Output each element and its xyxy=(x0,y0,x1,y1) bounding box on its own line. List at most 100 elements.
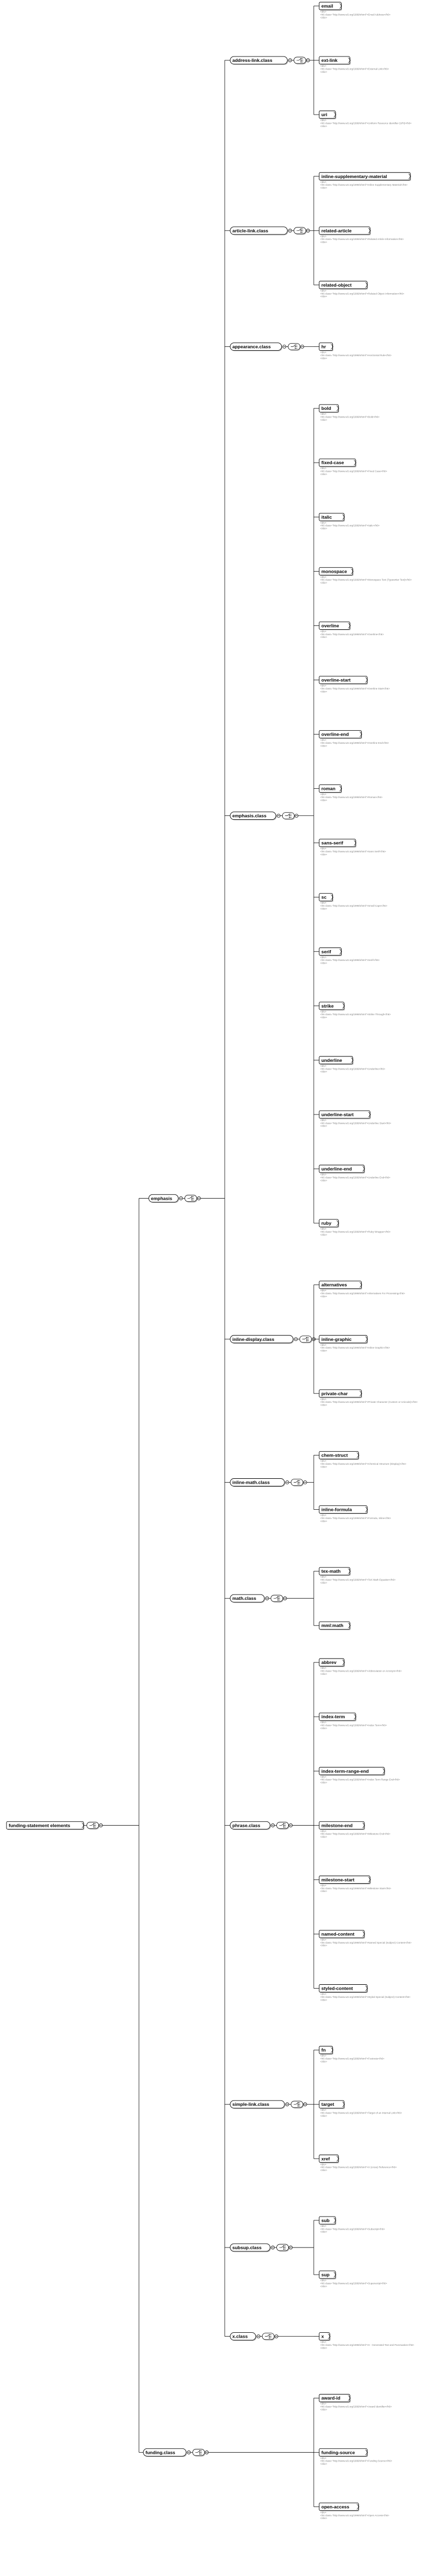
sc-element[interactable]: sc xyxy=(319,893,334,902)
choice-compositor-icon[interactable] xyxy=(290,2100,307,2109)
xref-label: xref xyxy=(321,2156,330,2161)
milestone-start-element[interactable]: milestone-start xyxy=(319,1875,371,1884)
choice-compositor-icon[interactable] xyxy=(86,1821,103,1830)
simple-link-class-group[interactable]: simple-link.class xyxy=(230,2100,289,2109)
element-icon xyxy=(331,894,333,900)
choice-compositor-icon[interactable] xyxy=(276,1821,293,1830)
sans-serif-element[interactable]: sans-serif xyxy=(319,839,357,848)
roman-element[interactable]: roman xyxy=(319,784,342,794)
sub-element[interactable]: sub xyxy=(319,2216,337,2225)
annotation-text: <div> xyxy=(320,1173,327,1176)
annotation-text: <h6 class="http://www.w3.org/1999/xhtml"… xyxy=(320,524,380,527)
open-access-element[interactable]: open-access xyxy=(319,2502,359,2511)
article-link-class-group[interactable]: article-link.class xyxy=(230,226,292,236)
choice-compositor-icon[interactable] xyxy=(294,227,310,235)
emphasis-group[interactable]: emphasis xyxy=(148,1194,183,1203)
element-icon xyxy=(342,1003,345,1009)
inline-display-class-group[interactable]: inline-display.class xyxy=(230,1335,298,1344)
ext-link-element[interactable]: ext-link xyxy=(319,56,351,65)
underline-start-element[interactable]: underline-start xyxy=(319,1110,371,1119)
address-link-class-group[interactable]: address-link.class xyxy=(230,56,292,65)
inline-graphic-element[interactable]: inline-graphic xyxy=(319,1335,368,1344)
award-id-label: award-id xyxy=(321,2395,340,2401)
subsup-class-group[interactable]: subsup.class xyxy=(230,2243,275,2252)
overline-end-element[interactable]: overline-end xyxy=(319,730,363,739)
xref-element[interactable]: xref xyxy=(319,2154,339,2163)
annotation-text: <h6 class="http://www.w3.org/1999/xhtml"… xyxy=(320,1996,410,1998)
choice-compositor-icon[interactable] xyxy=(290,1479,307,1486)
inline-supplementary-material-element[interactable]: inline-supplementary-material xyxy=(319,172,411,181)
choice-compositor-icon[interactable] xyxy=(184,1194,201,1202)
fixed-case-element[interactable]: fixed-case xyxy=(319,458,357,467)
inline-formula-label: inline-formula xyxy=(321,1507,352,1512)
uri-element[interactable]: uri xyxy=(319,110,337,119)
choice-compositor-icon[interactable] xyxy=(288,343,305,351)
annotation-text: </div> xyxy=(320,2169,327,2172)
x-element[interactable]: x xyxy=(319,2332,331,2341)
annotation-text: <div> xyxy=(320,2225,327,2227)
alternatives-element[interactable]: alternatives xyxy=(319,1281,363,1290)
named-content-element[interactable]: named-content xyxy=(319,1929,365,1939)
annotation-text: <h6 class="http://www.w3.org/1999/xhtml"… xyxy=(320,1778,400,1781)
monospace-element[interactable]: monospace xyxy=(319,567,354,576)
ruby-element[interactable]: ruby xyxy=(319,1219,339,1228)
serif-label: serif xyxy=(321,949,331,954)
award-id-element[interactable]: award-id xyxy=(319,2394,351,2403)
annotation-text: <h6 class="http://www.w3.org/1999/xhtml"… xyxy=(320,122,411,125)
element-icon xyxy=(336,1220,339,1226)
abbrev-element[interactable]: abbrev xyxy=(319,1658,345,1667)
private-char-element[interactable]: private-char xyxy=(319,1389,363,1398)
target-element[interactable]: target xyxy=(319,2100,345,2109)
annotation-text: <div> xyxy=(320,1938,327,1941)
choice-compositor-icon[interactable] xyxy=(294,56,310,65)
mml-math-element[interactable]: mml:math xyxy=(319,1621,351,1630)
hr-element[interactable]: hr xyxy=(319,343,334,352)
index-term-range-end-element[interactable]: index-term-range-end xyxy=(319,1767,385,1776)
fixed-case-label: fixed-case xyxy=(321,460,344,465)
choice-compositor-icon[interactable] xyxy=(276,2244,293,2252)
element-icon xyxy=(333,2217,337,2224)
element-icon xyxy=(348,1568,351,1574)
email-element[interactable]: email xyxy=(319,2,342,11)
choice-compositor-icon[interactable] xyxy=(282,812,299,820)
italic-element[interactable]: italic xyxy=(319,512,345,522)
strike-element[interactable]: strike xyxy=(319,1002,345,1011)
choice-compositor-icon[interactable] xyxy=(192,2448,209,2457)
underline-start-label: underline-start xyxy=(321,1112,354,1117)
bold-element[interactable]: bold xyxy=(319,404,339,413)
underline-element[interactable]: underline xyxy=(319,1056,354,1065)
chem-struct-element[interactable]: chem-struct xyxy=(319,1451,359,1460)
annotation-text: </div> xyxy=(320,473,327,476)
related-article-element[interactable]: related-article xyxy=(319,226,371,236)
serif-element[interactable]: serif xyxy=(319,947,342,957)
inline-math-class-group[interactable]: inline-math.class xyxy=(230,1478,289,1487)
tex-math-element[interactable]: tex-math xyxy=(319,1567,351,1576)
funding-class-group[interactable]: funding.class xyxy=(143,2448,191,2457)
milestone-end-element[interactable]: milestone-end xyxy=(319,1821,365,1830)
overline-start-element[interactable]: overline-start xyxy=(319,676,368,685)
inline-formula-element[interactable]: inline-formula xyxy=(319,1505,368,1515)
emphasis-class-group[interactable]: emphasis.class xyxy=(230,812,281,821)
phrase-class-group[interactable]: phrase.class xyxy=(230,1821,275,1830)
inline-supplementary-material-label: inline-supplementary-material xyxy=(321,174,387,179)
funding-source-element[interactable]: funding-source xyxy=(319,2448,368,2457)
overline-element[interactable]: overline xyxy=(319,621,351,630)
choice-compositor-icon[interactable] xyxy=(299,1336,316,1344)
choice-compositor-icon[interactable] xyxy=(262,2333,278,2341)
choice-compositor-icon[interactable] xyxy=(270,1594,287,1603)
annotation-text: <div> xyxy=(320,1398,327,1401)
related-object-element[interactable]: related-object xyxy=(319,281,368,290)
index-term-label: index-term xyxy=(321,1714,345,1719)
math-class-group[interactable]: math.class xyxy=(230,1594,269,1603)
fn-element[interactable]: fn xyxy=(319,2046,334,2055)
funding-statement-elements-element[interactable]: funding-statement elements xyxy=(6,1821,85,1830)
abbrev-label: abbrev xyxy=(321,1660,337,1665)
underline-end-element[interactable]: underline-end xyxy=(319,1164,365,1174)
styled-content-element[interactable]: styled-content xyxy=(319,1984,368,1993)
x-class-group[interactable]: x.class xyxy=(230,2332,261,2341)
appearance-class-group[interactable]: appearance.class xyxy=(230,343,287,352)
index-term-element[interactable]: index-term xyxy=(319,1712,357,1721)
tex-math-label: tex-math xyxy=(321,1568,340,1574)
annotation-text: </div> xyxy=(320,2517,327,2520)
sup-element[interactable]: sup xyxy=(319,2270,337,2280)
